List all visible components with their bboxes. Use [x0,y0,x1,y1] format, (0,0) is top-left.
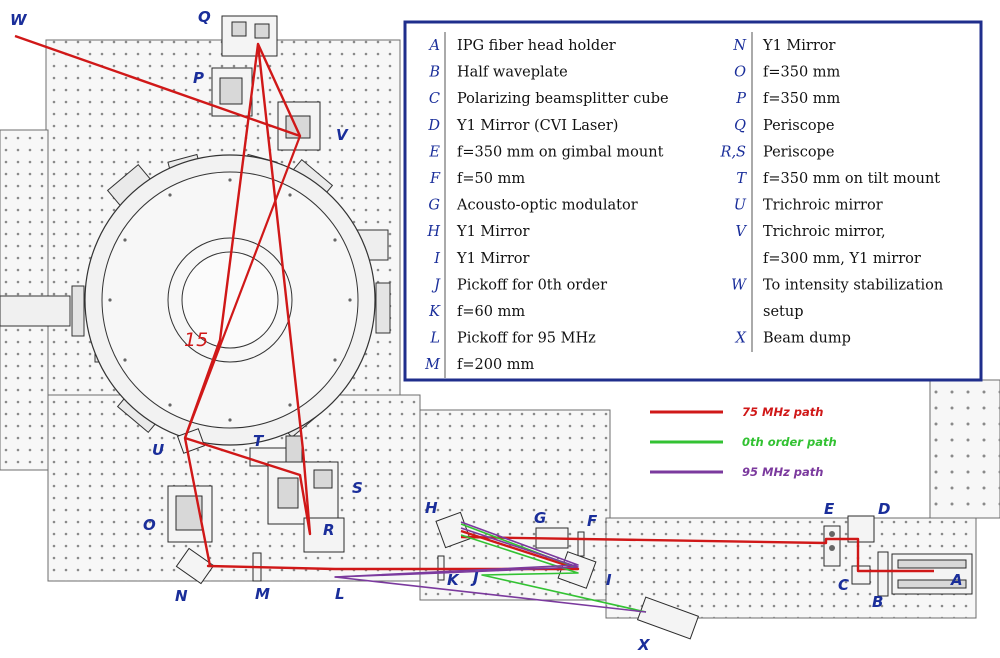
label-E: E [824,500,835,518]
label-U: U [152,441,164,459]
key-right-item-text: Trichroic mirror, [763,224,886,240]
beam-75mhz-diag [183,135,302,439]
label-X: X [637,636,651,654]
key-left-item-text: Acousto-optic modulator [456,198,638,214]
beam-paths [14,34,934,613]
label-Q: Q [198,8,211,26]
lens-f [577,531,585,557]
label-P: P [193,69,204,87]
label-H: H [425,499,438,517]
component-labels: A B C D E F G H I J K L M N O P Q R S T … [10,8,963,654]
key-right-item-text: Trichroic mirror [763,198,883,214]
key-right-item-letter: T [736,171,747,187]
key-left-item-letter: A [428,38,440,54]
label-S: S [352,479,363,497]
beam-75mhz-return [183,42,580,571]
key-left-item-text: f=200 mm [457,357,535,373]
key-border [403,20,983,382]
key-right-item-letter: N [732,38,747,54]
key-left-item-letter: I [433,251,440,267]
key-left-item-text: Y1 Mirror [456,224,529,240]
waveplate-b [877,551,889,597]
vacuum-chamber [0,153,391,446]
label-V: V [336,126,349,144]
label-K: K [447,571,460,589]
legend-label: 75 MHz path [742,405,823,419]
label-L: L [335,585,345,603]
label-F: F [587,512,598,530]
key-right-item-letter: Q [734,118,746,134]
beam-dump-x [636,596,700,640]
mirror-d [847,515,875,543]
key-left-item-letter: D [427,118,440,134]
key-left-item-letter: C [429,91,440,107]
key-right-item-letter: X [735,331,747,347]
key-left-item-text: IPG fiber head holder [457,38,616,54]
legend-label: 0th order path [742,435,837,449]
key-left-item-letter: L [429,331,440,347]
key-right-item-text: Periscope [763,118,834,134]
key-left-item-letter: J [431,277,441,293]
key-right-item-letter: R,S [720,144,747,160]
label-O: O [143,516,156,534]
key-right-item-letter: V [736,224,748,240]
key-left-item-letter: F [429,171,441,187]
key-left-item-text: Half waveplate [457,65,568,81]
beam-legend: 75 MHz path 0th order path 95 MHz path [650,405,837,479]
key-right-item-text: Periscope [763,144,834,160]
key-left-item-letter: M [424,357,441,373]
key-left-item-letter: G [428,198,440,214]
key-left-item-text: Pickoff for 0th order [457,277,607,293]
label-A: A [950,571,963,589]
key-right-item-text: setup [763,304,803,320]
key-left-item-letter: E [428,144,440,160]
label-R: R [323,521,335,539]
key-right-item-text: f=350 mm [763,91,841,107]
key-right-item-letter: P [735,91,746,107]
label-N: N [175,587,188,605]
key-left-item-text: f=60 mm [457,304,525,320]
label-W: W [10,11,28,29]
key-right-item-letter: W [731,277,747,293]
key-right-item-text: f=300 mm, Y1 mirror [763,251,921,267]
label-T: T [253,432,265,450]
mirror-n [175,547,215,585]
key-left-item-text: f=350 mm on gimbal mount [457,144,664,160]
key-right-item-text: To intensity stabilization [763,277,943,293]
key-left-item-letter: K [428,304,441,320]
key-left-item-letter: H [426,224,440,240]
key-left-item-letter: B [428,65,440,81]
angle-marker-15: 15 [184,329,208,351]
key-left-item-text: Polarizing beamsplitter cube [457,91,669,107]
key-right-item-text: f=350 mm [763,65,841,81]
label-G: G [534,509,546,527]
beam-75mhz-main [460,535,934,573]
key-left-item-text: Y1 Mirror (CVI Laser) [456,118,618,134]
key-left-item-text: Pickoff for 95 MHz [457,331,596,347]
key-right-item-text: f=350 mm on tilt mount [763,171,940,187]
label-I: I [606,571,612,589]
key-right-item-letter: U [734,198,747,214]
key-right-item-letter: O [734,65,746,81]
beam-95mhz-branch [334,527,579,578]
cube-c [851,565,871,585]
key-left-item-text: Y1 Mirror [456,251,529,267]
label-J: J [470,569,479,587]
key-left-item-text: f=50 mm [457,171,525,187]
label-D: D [878,500,890,518]
key-right-item-text: Beam dump [763,331,851,347]
legend-label: 95 MHz path [742,465,823,479]
beam-95mhz [334,521,647,613]
label-B: B [872,593,883,611]
label-C: C [838,576,849,594]
label-M: M [255,585,270,603]
key-right-item-text: Y1 Mirror [762,38,835,54]
beam-0th-order [460,534,647,613]
